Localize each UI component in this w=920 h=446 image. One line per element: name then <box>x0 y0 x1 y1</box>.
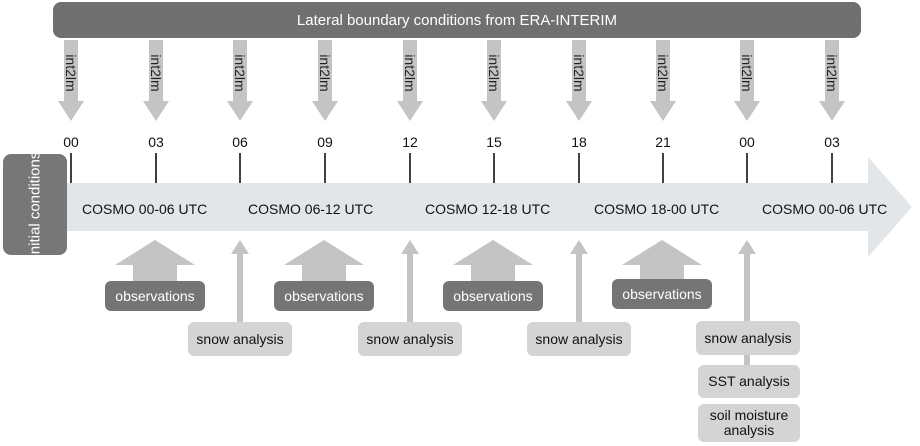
int2lm-label: int2lm <box>63 54 79 92</box>
observations-box: observations <box>105 281 205 311</box>
int2lm-down-arrow <box>481 40 507 121</box>
int2lm-down-arrow <box>650 40 676 121</box>
segment-label: COSMO 06-12 UTC <box>248 201 374 217</box>
observations-box: observations <box>443 281 543 311</box>
int2lm-down-arrow <box>566 40 592 121</box>
int2lm-down-arrow <box>734 40 760 121</box>
tick-label: 03 <box>824 134 840 150</box>
observations-box: observations <box>612 279 712 309</box>
int2lm-down-arrow <box>227 40 253 121</box>
sst-analysis-box: SST analysis <box>698 365 800 398</box>
tick-label: 09 <box>317 134 333 150</box>
int2lm-label: int2lm <box>824 54 840 92</box>
snow-analysis-up-arrow <box>570 240 588 322</box>
initial-conditions-label: Initial conditions <box>26 151 44 258</box>
segment-label: COSMO 00-06 UTC <box>82 201 208 217</box>
int2lm-label: int2lm <box>402 54 418 92</box>
tick-label: 00 <box>63 134 79 150</box>
int2lm-down-arrow <box>397 40 423 121</box>
snow-analysis-box: snow analysis <box>188 322 292 356</box>
tick-label: 18 <box>571 134 587 150</box>
observations-up-arrow <box>284 240 364 281</box>
tick-label: 21 <box>655 134 671 150</box>
observations-up-arrow <box>622 240 702 279</box>
snow-analysis-up-arrow <box>231 240 249 322</box>
int2lm-label: int2lm <box>571 54 587 92</box>
tick-label: 15 <box>486 134 502 150</box>
snow-analysis-up-arrow <box>738 240 756 366</box>
observations-up-arrow <box>453 240 533 281</box>
observations-up-arrow <box>115 240 195 281</box>
int2lm-label: int2lm <box>655 54 671 92</box>
int2lm-label: int2lm <box>317 54 333 92</box>
boundary-conditions-banner: Lateral boundary conditions from ERA-INT… <box>53 2 861 38</box>
tick-label: 00 <box>739 134 755 150</box>
int2lm-label: int2lm <box>739 54 755 92</box>
snow-analysis-box: snow analysis <box>527 322 631 356</box>
segment-label: COSMO 18-00 UTC <box>594 201 720 217</box>
int2lm-label: int2lm <box>486 54 502 92</box>
segment-label: COSMO 12-18 UTC <box>425 201 551 217</box>
snow-analysis-box: snow analysis <box>358 322 462 356</box>
segment-label: COSMO 00-06 UTC <box>762 201 888 217</box>
int2lm-label: int2lm <box>232 54 248 92</box>
int2lm-down-arrow <box>819 40 845 121</box>
tick-label: 06 <box>232 134 248 150</box>
tick-label: 03 <box>148 134 164 150</box>
snow-analysis-box: snow analysis <box>696 321 800 355</box>
soil-moisture-analysis-box: soil moisture analysis <box>698 404 800 442</box>
int2lm-down-arrow <box>58 40 84 121</box>
initial-conditions-box: Initial conditions <box>3 151 67 258</box>
int2lm-down-arrow <box>143 40 169 121</box>
snow-analysis-up-arrow <box>401 240 419 322</box>
timeline-arrow <box>60 157 912 257</box>
tick-label: 12 <box>402 134 418 150</box>
int2lm-label: int2lm <box>148 54 164 92</box>
int2lm-down-arrow <box>312 40 338 121</box>
observations-box: observations <box>274 281 374 311</box>
